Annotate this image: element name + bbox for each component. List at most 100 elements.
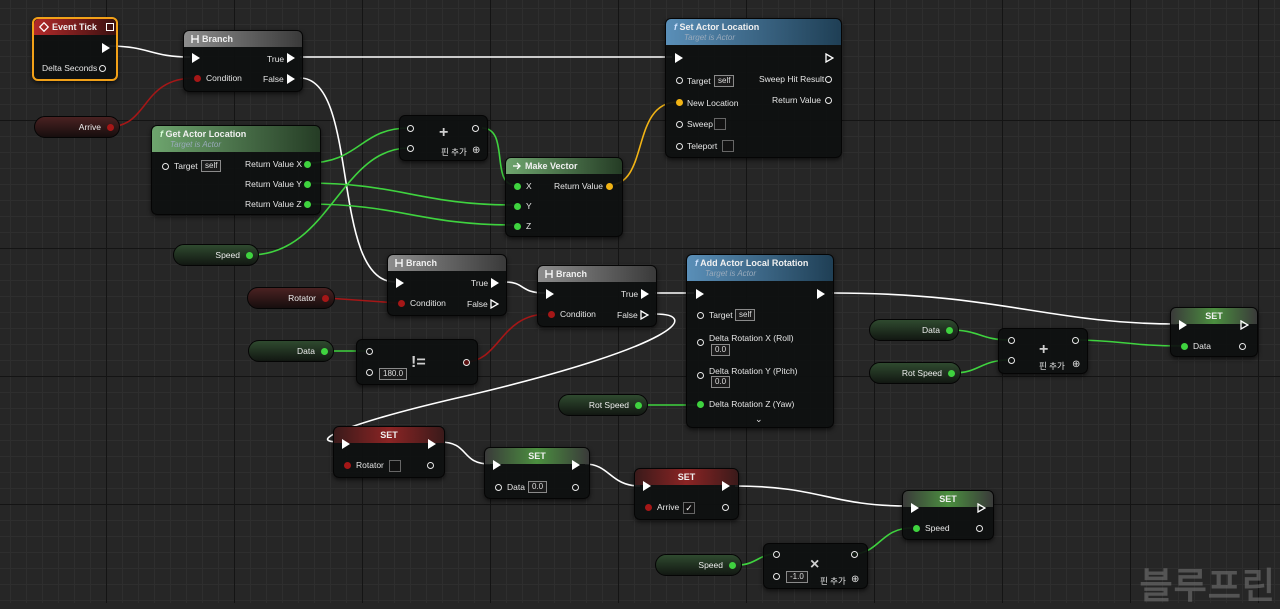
set-data-output-pin[interactable]	[572, 484, 579, 491]
rot-speed-variable-2[interactable]: Rot Speed	[869, 362, 961, 384]
return-value-x-pin[interactable]	[304, 161, 311, 168]
teleport-checkbox[interactable]	[722, 140, 734, 152]
set-data-right-input-pin[interactable]	[1181, 343, 1188, 350]
get-actor-location-target-pin[interactable]	[162, 163, 169, 170]
set-actor-location-self-field[interactable]: self	[714, 75, 735, 87]
branch-3-exec-in[interactable]	[546, 289, 554, 299]
set-arrive-input-pin[interactable]	[645, 504, 652, 511]
add-local-rotation-self-field[interactable]: self	[735, 309, 756, 321]
mul-value-field[interactable]: -1.0	[786, 571, 808, 583]
set-data-right-output-pin[interactable]	[1239, 343, 1246, 350]
set-arrive-output-pin[interactable]	[722, 504, 729, 511]
branch-3-true-pin[interactable]	[641, 289, 649, 299]
branch-1-condition-pin[interactable]	[194, 75, 201, 82]
speed-variable-1-pin[interactable]	[246, 252, 253, 259]
rotator-variable[interactable]: Rotator	[247, 287, 335, 309]
mul-output[interactable]	[851, 551, 858, 558]
sweep-checkbox[interactable]	[714, 118, 726, 130]
set-speed-exec-out[interactable]	[977, 503, 986, 513]
set-rotator-checkbox[interactable]	[389, 460, 401, 472]
neq-input-a[interactable]	[366, 348, 373, 355]
delta-rotation-y-field[interactable]: 0.0	[711, 376, 731, 388]
branch-node-1[interactable]: Branch True Condition False	[183, 30, 303, 92]
rotator-variable-pin[interactable]	[322, 295, 329, 302]
add-2-input-a[interactable]	[1008, 337, 1015, 344]
arrive-variable[interactable]: Arrive	[34, 116, 120, 138]
delta-seconds-pin[interactable]	[99, 65, 106, 72]
set-data-input-pin[interactable]	[495, 484, 502, 491]
set-data-exec-in[interactable]	[493, 460, 501, 470]
rot-speed-variable-1[interactable]: Rot Speed	[558, 394, 648, 416]
set-data-node-right[interactable]: SET Data	[1170, 307, 1258, 357]
new-location-pin[interactable]	[676, 99, 683, 106]
branch-3-false-pin[interactable]	[640, 310, 649, 320]
set-data-right-exec-out[interactable]	[1240, 320, 1249, 330]
multiply-node[interactable]: -1.0 × 핀 추가 ⊕	[763, 543, 868, 589]
set-data-right-exec-in[interactable]	[1179, 320, 1187, 330]
sweep-hit-result-pin[interactable]	[825, 76, 832, 83]
set-arrive-checkbox[interactable]: ✓	[683, 502, 695, 514]
branch-node-2[interactable]: Branch True Condition False	[387, 254, 507, 316]
data-variable-2[interactable]: Data	[869, 319, 959, 341]
speed-variable-1[interactable]: Speed	[173, 244, 259, 266]
add-pin-plus-icon[interactable]: ⊕	[1072, 359, 1081, 370]
branch-2-true-pin[interactable]	[491, 278, 499, 288]
delta-rotation-x-pin[interactable]	[697, 339, 704, 346]
rot-speed-variable-1-pin[interactable]	[635, 402, 642, 409]
add-actor-local-rotation-node[interactable]: f Add Actor Local Rotation Target is Act…	[686, 254, 834, 428]
mul-input-a[interactable]	[773, 551, 780, 558]
return-value-z-pin[interactable]	[304, 201, 311, 208]
make-vector-x-pin[interactable]	[514, 183, 521, 190]
set-speed-node[interactable]: SET Speed	[902, 490, 994, 540]
branch-1-true-pin[interactable]	[287, 53, 295, 63]
add-2-output[interactable]	[1072, 337, 1079, 344]
delta-rotation-z-pin[interactable]	[697, 401, 704, 408]
add-local-rotation-exec-out[interactable]	[817, 289, 825, 299]
not-equal-node[interactable]: 180.0 !=	[356, 339, 478, 385]
speed-variable-2[interactable]: Speed	[655, 554, 742, 576]
set-data-value-field[interactable]: 0.0	[528, 481, 548, 493]
neq-value-field[interactable]: 180.0	[379, 368, 408, 380]
add-node-1[interactable]: + 핀 추가 ⊕	[399, 115, 488, 161]
add-1-output[interactable]	[472, 125, 479, 132]
set-rotator-exec-out[interactable]	[428, 439, 436, 449]
mul-add-pin-label[interactable]: 핀 추가	[820, 576, 846, 586]
make-vector-z-pin[interactable]	[514, 223, 521, 230]
data-variable-2-pin[interactable]	[946, 327, 953, 334]
neq-input-b[interactable]	[366, 369, 373, 376]
set-arrive-node[interactable]: SET Arrive ✓	[634, 468, 739, 520]
delta-rotation-x-field[interactable]: 0.0	[711, 344, 731, 356]
branch-1-exec-in[interactable]	[192, 53, 200, 63]
set-rotator-output-pin[interactable]	[427, 462, 434, 469]
set-arrive-exec-out[interactable]	[722, 481, 730, 491]
add-2-add-pin-label[interactable]: 핀 추가	[1039, 361, 1065, 371]
set-actor-location-target-pin[interactable]	[676, 77, 683, 84]
make-vector-y-pin[interactable]	[514, 203, 521, 210]
add-2-input-b[interactable]	[1008, 357, 1015, 364]
set-actor-location-node[interactable]: f Set Actor Location Target is Actor Tar…	[665, 18, 842, 158]
set-actor-location-exec-out[interactable]	[825, 53, 834, 63]
add-1-input-b[interactable]	[407, 145, 414, 152]
mul-input-b[interactable]	[773, 573, 780, 580]
data-variable-1-pin[interactable]	[321, 348, 328, 355]
event-tick-exec-out[interactable]	[102, 43, 110, 53]
delta-rotation-y-pin[interactable]	[697, 372, 704, 379]
arrive-variable-pin[interactable]	[107, 124, 114, 131]
branch-2-exec-in[interactable]	[396, 278, 404, 288]
branch-3-condition-pin[interactable]	[548, 311, 555, 318]
branch-2-false-pin[interactable]	[490, 299, 499, 309]
set-rotator-node[interactable]: SET Rotator	[333, 426, 445, 478]
set-speed-exec-in[interactable]	[911, 503, 919, 513]
set-data-node[interactable]: SET Data 0.0	[484, 447, 590, 499]
add-1-add-pin-label[interactable]: 핀 추가	[441, 147, 467, 157]
set-data-exec-out[interactable]	[572, 460, 580, 470]
get-actor-location-self-field[interactable]: self	[201, 160, 222, 172]
get-actor-location-node[interactable]: f Get Actor Location Target is Actor Tar…	[151, 125, 321, 215]
expand-chevron-icon[interactable]: ⌄	[755, 414, 763, 424]
neq-output[interactable]	[463, 359, 470, 366]
teleport-pin[interactable]	[676, 143, 683, 150]
data-variable-1[interactable]: Data	[248, 340, 334, 362]
set-rotator-input-pin[interactable]	[344, 462, 351, 469]
event-tick-node[interactable]: Event Tick Delta Seconds	[32, 17, 118, 81]
add-local-rotation-target-pin[interactable]	[697, 312, 704, 319]
